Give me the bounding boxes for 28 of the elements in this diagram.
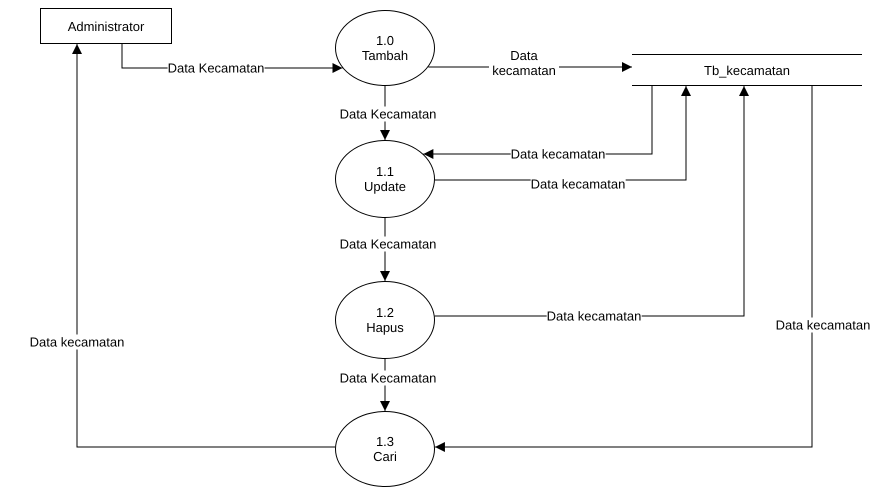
data-flow-arrow [72,44,336,448]
process-name: Hapus [366,320,404,335]
process-name: Tambah [362,48,408,63]
data-store [632,54,862,86]
edge-label: Data Kecamatan [340,370,436,386]
process-circle [335,281,435,359]
edge-label: Data kecamatan [510,146,606,162]
process-name: Update [364,179,406,194]
entity-name: Administrator [68,18,144,34]
edge-label: Data Kecamatan [340,106,436,122]
process-circle [335,140,435,218]
process-circle [335,411,435,487]
edge-label: Data kecamatan [30,334,124,350]
edge-label: Data Kecamatan [168,60,264,76]
edge-label: Data kecamatan [546,308,642,324]
data-flow-arrow [434,86,812,452]
edge-label: Data kecamatan [489,48,559,78]
edge-label: Data Kecamatan [340,236,436,252]
edge-label: Data kecamatan [530,176,626,192]
external-entity-box [40,8,172,44]
process-number: 1.2 [376,305,394,320]
process-number: 1.1 [376,164,394,179]
process-number: 1.3 [376,434,394,449]
process-name: Cari [373,449,397,464]
data-store-name: Tb_kecamatan [704,62,790,78]
process-number: 1.0 [376,33,394,48]
process-circle [335,10,435,86]
edge-label: Data kecamatan [776,318,870,332]
